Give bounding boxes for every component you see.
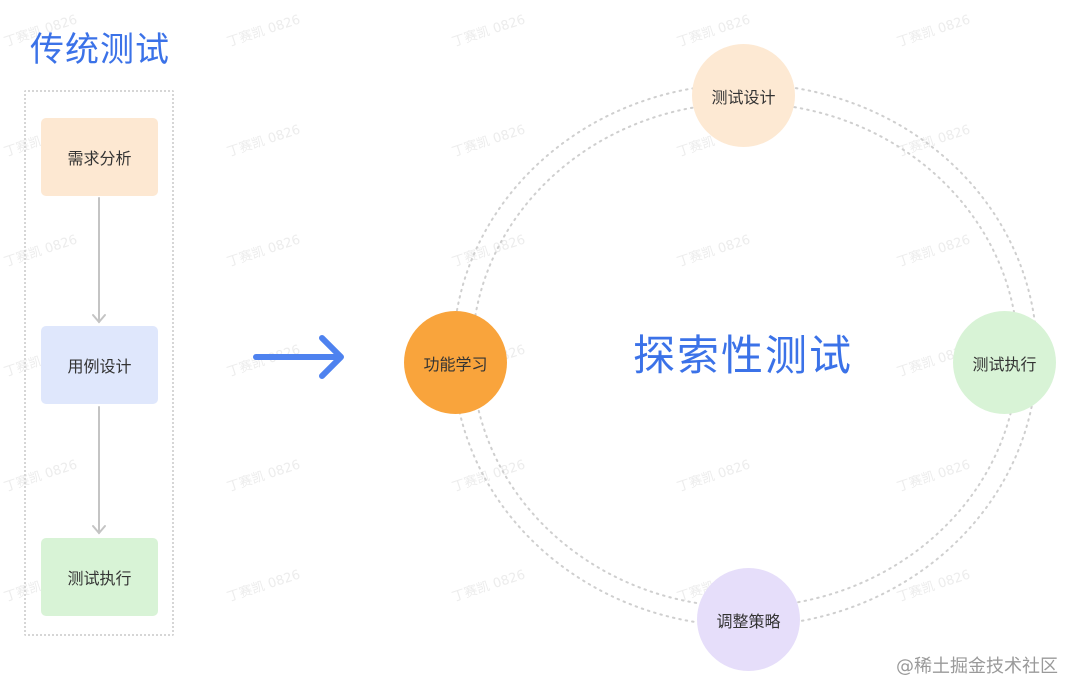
traditional-flow-frame — [24, 90, 174, 636]
node-label: 测试设计 — [711, 87, 776, 107]
node-test-design: 测试设计 — [692, 44, 795, 147]
flow-arrow-down-icon — [92, 406, 106, 535]
exploratory-testing-title: 探索性测试 — [633, 331, 854, 380]
arrow-right-icon — [253, 335, 344, 379]
step-test-execution: 测试执行 — [41, 538, 158, 616]
step-requirements-analysis: 需求分析 — [41, 118, 158, 196]
node-label: 功能学习 — [423, 354, 488, 374]
step-label: 用例设计 — [67, 357, 132, 376]
node-adjust-strategy: 调整策略 — [697, 568, 800, 671]
source-credit: @稀土掘金技术社区 — [896, 656, 1058, 677]
step-case-design: 用例设计 — [41, 326, 158, 404]
step-label: 需求分析 — [67, 149, 132, 168]
node-label: 调整策略 — [716, 611, 781, 631]
node-label: 测试执行 — [972, 354, 1037, 374]
traditional-testing-title: 传统测试 — [30, 30, 170, 70]
node-test-execution: 测试执行 — [953, 311, 1056, 414]
node-feature-learning: 功能学习 — [404, 311, 507, 414]
step-label: 测试执行 — [67, 569, 132, 588]
flow-arrow-down-icon — [92, 197, 106, 324]
